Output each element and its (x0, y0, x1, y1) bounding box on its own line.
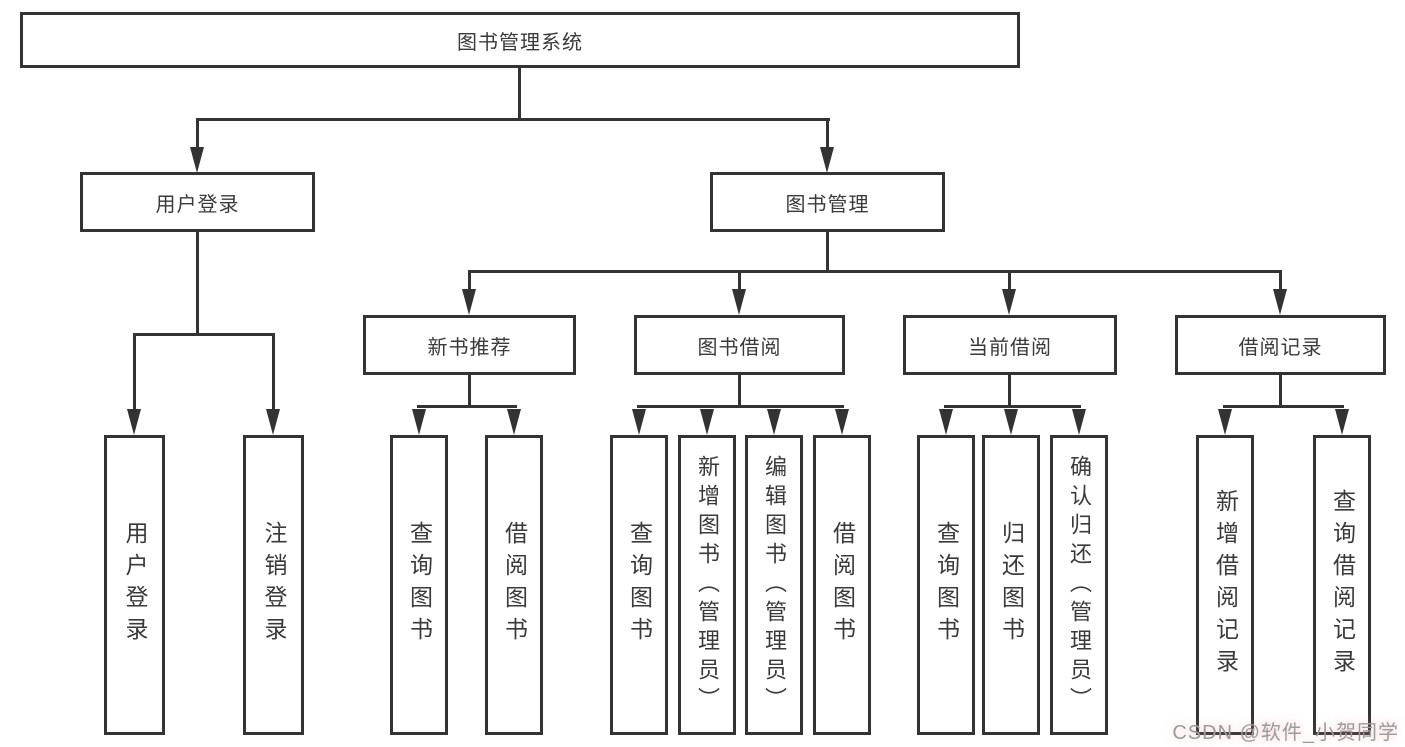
arrowhead-down-icon (1004, 409, 1018, 435)
node-new-book-recommendation: 新书推荐 (363, 315, 576, 375)
arrowhead-down-icon (462, 289, 476, 315)
arrowhead-down-icon (732, 289, 746, 315)
leaf-edit-books-admin: 编辑图书（管理员） (745, 435, 803, 735)
arrowhead-down-icon (767, 409, 781, 435)
leaf-logout: 注销登录 (243, 435, 304, 735)
arrowhead-down-icon (266, 409, 280, 435)
leaf-query-books-borrowing: 查询图书 (610, 435, 668, 735)
connector-vline (468, 270, 471, 291)
leaf-user-login: 用户登录 (104, 435, 165, 735)
arrowhead-down-icon (820, 147, 834, 173)
connector-vline (738, 375, 741, 408)
connector-vline (272, 333, 275, 411)
leaf-borrow-books-borrowing: 借阅图书 (813, 435, 871, 735)
leaf-query-books-current: 查询图书 (917, 435, 975, 735)
leaf-return-books: 归还图书 (982, 435, 1040, 735)
leaf-query-books-recommend: 查询图书 (390, 435, 448, 735)
arrowhead-down-icon (1335, 409, 1349, 435)
connector-vline (518, 68, 521, 120)
arrowhead-down-icon (1218, 409, 1232, 435)
node-user-login: 用户登录 (80, 172, 315, 232)
node-root-library-management-system: 图书管理系统 (20, 12, 1020, 68)
node-current-borrowing: 当前借阅 (903, 315, 1117, 375)
arrowhead-down-icon (127, 409, 141, 435)
connector-vline (196, 118, 199, 149)
connector-vline (133, 333, 136, 411)
connector-hline (944, 405, 1081, 408)
csdn-watermark: CSDN @软件_小贺同学 (1172, 722, 1399, 744)
leaf-borrow-books-recommend: 借阅图书 (485, 435, 543, 735)
connector-hline (637, 405, 844, 408)
connector-hline (133, 333, 275, 336)
node-book-management: 图书管理 (710, 172, 945, 232)
connector-vline (826, 232, 829, 273)
connector-vline (1279, 270, 1282, 291)
connector-vline (738, 270, 741, 291)
node-borrowing-records: 借阅记录 (1175, 315, 1386, 375)
connector-vline (1008, 375, 1011, 408)
arrowhead-down-icon (939, 409, 953, 435)
arrowhead-down-icon (412, 409, 426, 435)
connector-vline (1008, 270, 1011, 291)
arrowhead-down-icon (1002, 289, 1016, 315)
arrowhead-down-icon (835, 409, 849, 435)
connector-vline (826, 118, 829, 149)
arrowhead-down-icon (190, 147, 204, 173)
leaf-confirm-return-admin: 确认归还（管理员） (1050, 435, 1108, 735)
arrowhead-down-icon (507, 409, 521, 435)
arrowhead-down-icon (1072, 409, 1086, 435)
leaf-add-books-admin: 新增图书（管理员） (678, 435, 736, 735)
connector-vline (1279, 375, 1282, 408)
connector-vline (468, 375, 471, 408)
arrowhead-down-icon (632, 409, 646, 435)
connector-hline (417, 405, 517, 408)
node-book-borrowing: 图书借阅 (634, 315, 845, 375)
connector-hline (468, 270, 1282, 273)
arrowhead-down-icon (1273, 289, 1287, 315)
arrowhead-down-icon (700, 409, 714, 435)
connector-vline (196, 232, 199, 336)
connector-hline (196, 118, 830, 121)
leaf-add-borrow-record: 新增借阅记录 (1196, 435, 1254, 735)
leaf-query-borrow-record: 查询借阅记录 (1313, 435, 1371, 735)
connector-hline (1223, 405, 1344, 408)
